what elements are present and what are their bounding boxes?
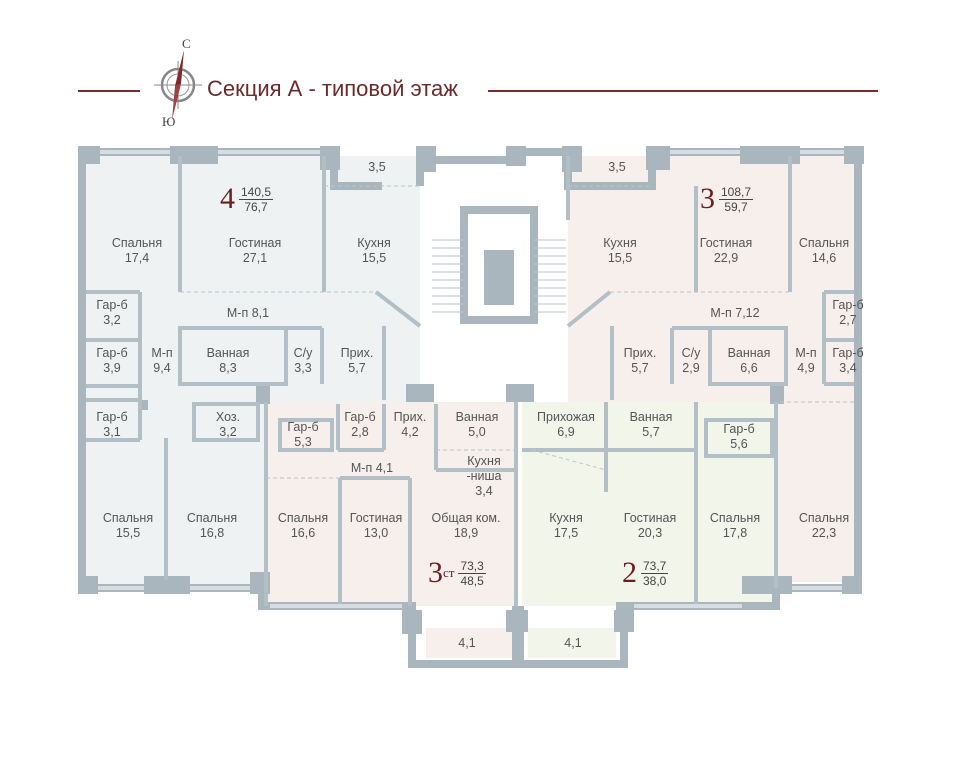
stair-core xyxy=(432,206,566,324)
apartment-areas: 73,3 48,5 xyxy=(458,558,486,588)
room-label: Прих.5,7 xyxy=(623,346,657,375)
room-label: М-п 8,1 xyxy=(226,306,270,320)
apartment-total-area: 108,7 xyxy=(719,184,754,200)
apartment-rooms: 4 xyxy=(220,182,235,215)
apartment-areas: 73,7 38,0 xyxy=(641,558,669,588)
compass-icon: С Ю xyxy=(140,36,220,130)
room-label: 3,5 xyxy=(608,160,626,174)
apartment-total-area: 73,3 xyxy=(458,558,486,574)
room-label: Общая ком.18,9 xyxy=(431,511,501,540)
apartment-living-area: 76,7 xyxy=(244,199,268,214)
room-label: 4,1 xyxy=(564,636,582,650)
room-label: Прих.4,2 xyxy=(393,410,427,439)
windows xyxy=(98,150,844,608)
apartment-rooms: 3ст xyxy=(428,558,454,588)
page-title: Секция А - типовой этаж xyxy=(207,76,459,101)
apartment-areas: 140,5 76,7 xyxy=(239,184,274,214)
apartment-areas: 108,7 59,7 xyxy=(719,184,754,214)
apartment-rooms: 3 xyxy=(700,182,715,215)
room-label: 4,1 xyxy=(458,636,476,650)
room-label: М-п 4,1 xyxy=(350,461,394,475)
room-label: М-п 7,12 xyxy=(710,306,760,320)
apartment-rooms: 2 xyxy=(622,556,637,589)
apartment-living-area: 48,5 xyxy=(460,573,484,588)
apartment-rooms-number: 3 xyxy=(428,556,443,589)
apartment-badge-3room-studio: 3ст 73,3 48,5 xyxy=(428,558,486,588)
compass-north-label: С xyxy=(182,36,191,51)
apartment-badge-4room: 4 140,5 76,7 xyxy=(220,182,274,215)
apartment-badge-2room: 2 73,7 38,0 xyxy=(622,556,669,589)
apartment-total-area: 140,5 xyxy=(239,184,274,200)
title-rule-right xyxy=(488,90,878,92)
compass-south-label: Ю xyxy=(162,114,176,129)
corner-piers xyxy=(78,146,864,634)
room-label: Прих.5,7 xyxy=(340,346,374,375)
zone-dashed-lines xyxy=(180,185,854,479)
apartment-badge-3room: 3 108,7 59,7 xyxy=(700,182,754,215)
title-rule-left xyxy=(78,90,140,92)
apartment-living-area: 59,7 xyxy=(724,199,748,214)
interior-walls xyxy=(86,156,854,606)
room-label: 3,5 xyxy=(368,160,386,174)
apartment-total-area: 73,7 xyxy=(641,558,669,574)
apartment-rooms-suffix: ст xyxy=(443,565,455,580)
room-label: Хоз.3,2 xyxy=(215,410,241,439)
apartment-living-area: 38,0 xyxy=(643,573,667,588)
